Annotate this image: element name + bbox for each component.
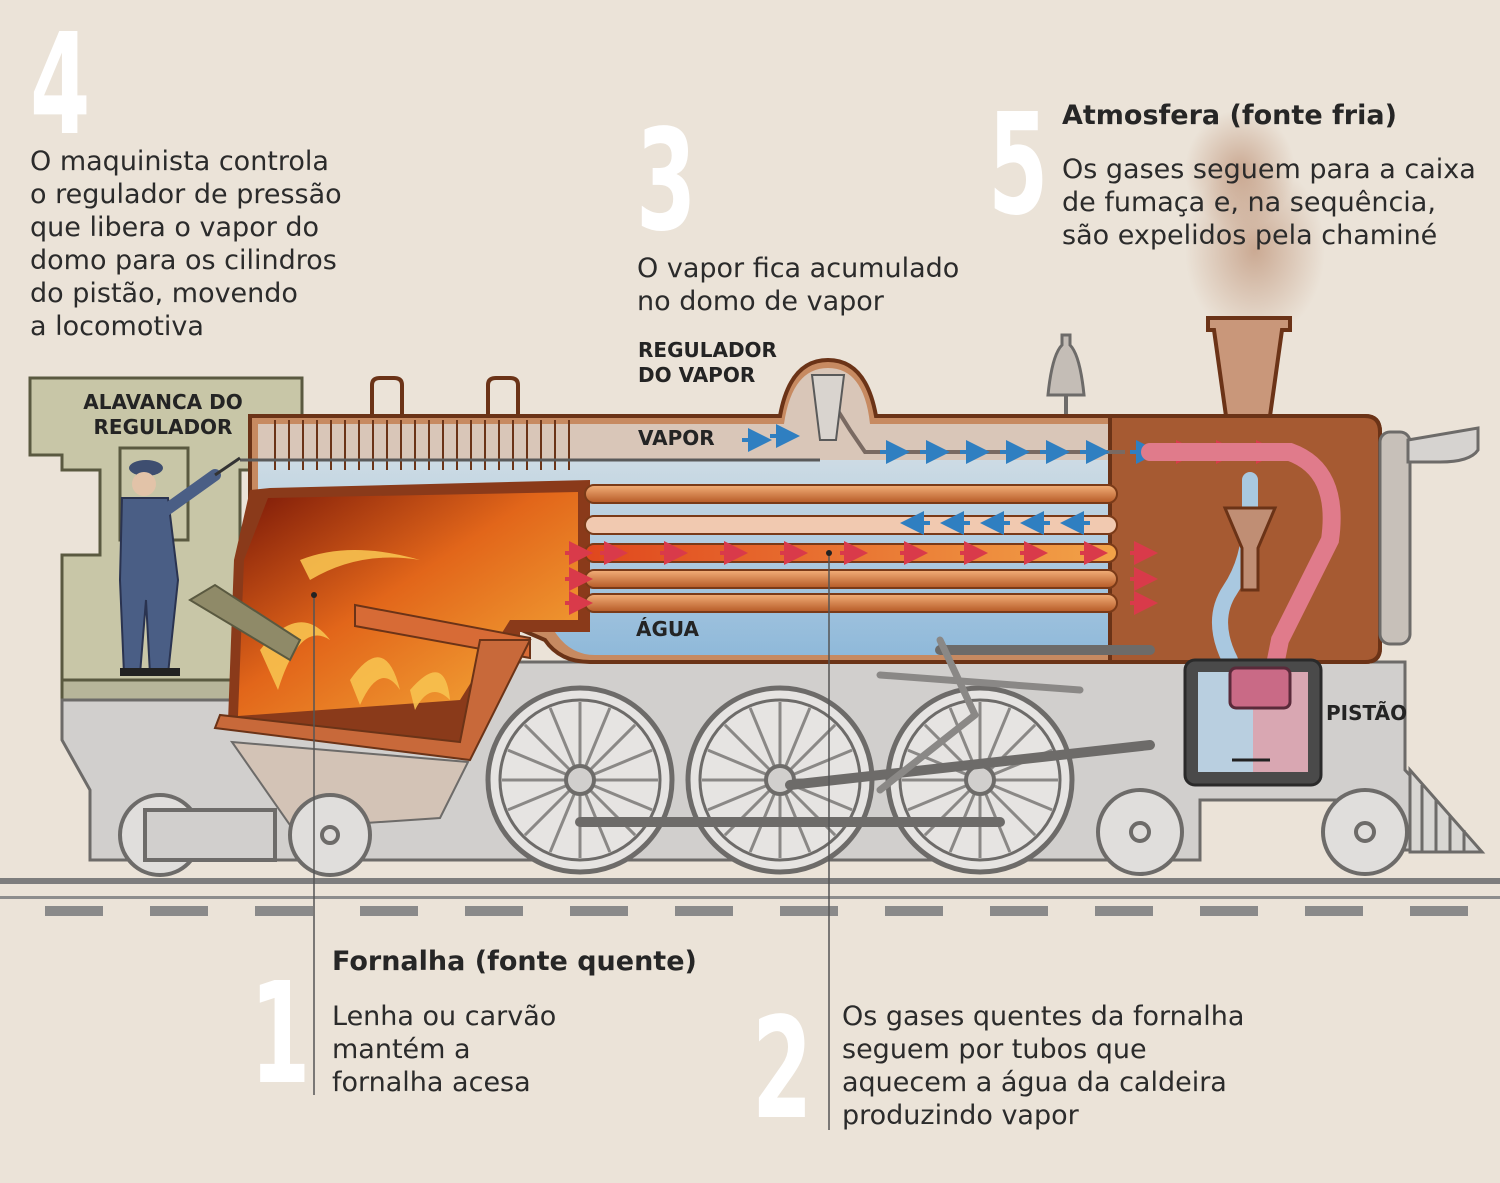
cowcatcher [1408, 766, 1486, 854]
steam-label: VAPOR [638, 426, 715, 450]
step-1-text: Lenha ou carvão mantém a fornalha acesa [332, 1001, 557, 1098]
piston-head [1228, 666, 1292, 710]
fire-door [188, 583, 302, 662]
sleeper [360, 906, 418, 916]
safety-valve-1 [370, 376, 404, 416]
rail [0, 878, 1500, 884]
step-2-text: Os gases quentes da fornalha seguem por … [842, 1001, 1245, 1131]
step-number-3: 3 [636, 100, 697, 263]
steam-delivery-pipe [1141, 443, 1341, 699]
sleeper [1305, 906, 1363, 916]
step-number-4: 4 [30, 4, 91, 167]
sleeper [1095, 906, 1153, 916]
rail-sleepers [45, 906, 1468, 916]
firebox-stays [274, 420, 570, 470]
sleeper [1200, 906, 1258, 916]
front-truck-wheels [1096, 788, 1409, 876]
piston-label: PISTÃO [1326, 701, 1408, 725]
rear-truck-wheels [118, 793, 372, 877]
driving-wheels [485, 685, 1075, 875]
valve-gear [876, 636, 1084, 794]
firebox-wall [213, 639, 532, 762]
step-3-text: O vapor fica acumulado no domo de vapor [637, 253, 960, 317]
ash-pan [229, 740, 470, 830]
sleeper [45, 906, 103, 916]
sleeper [570, 906, 628, 916]
step-number-2: 2 [752, 988, 813, 1151]
sleeper [675, 906, 733, 916]
connecting-rods [575, 645, 1155, 827]
regulator-label: REGULADOR DO VAPOR [638, 338, 777, 387]
step-number-1: 1 [250, 953, 311, 1116]
lever-label: ALAVANCA DO REGULADOR [83, 390, 243, 439]
step-5-title: Atmosfera (fonte fria) [1062, 100, 1397, 131]
sleeper [255, 906, 313, 916]
safety-valve-2 [486, 376, 520, 416]
rail-base [0, 896, 1500, 899]
step-4-text: O maquinista controla o regulador de pre… [30, 146, 342, 342]
chimney [1206, 316, 1292, 418]
driving-wheel [485, 685, 675, 875]
step-5-text: Os gases seguem para a caixa de fumaça e… [1062, 154, 1476, 251]
sleeper [780, 906, 838, 916]
bell [1046, 333, 1086, 397]
sleeper [150, 906, 208, 916]
sleeper [990, 906, 1048, 916]
fire [238, 492, 578, 716]
smoke-puff [1185, 110, 1295, 230]
regulator-valve [810, 374, 846, 441]
step-number-5: 5 [988, 84, 1049, 247]
smokebox-door [1378, 430, 1412, 646]
blast-pipe [1222, 506, 1278, 592]
headlamp [1406, 426, 1480, 464]
step-1-title: Fornalha (fonte quente) [332, 946, 697, 977]
water-label: ÁGUA [636, 617, 699, 641]
sleeper [465, 906, 523, 916]
sleeper [885, 906, 943, 916]
sleeper [1410, 906, 1468, 916]
driving-wheel [885, 685, 1075, 875]
engineer [118, 456, 241, 676]
